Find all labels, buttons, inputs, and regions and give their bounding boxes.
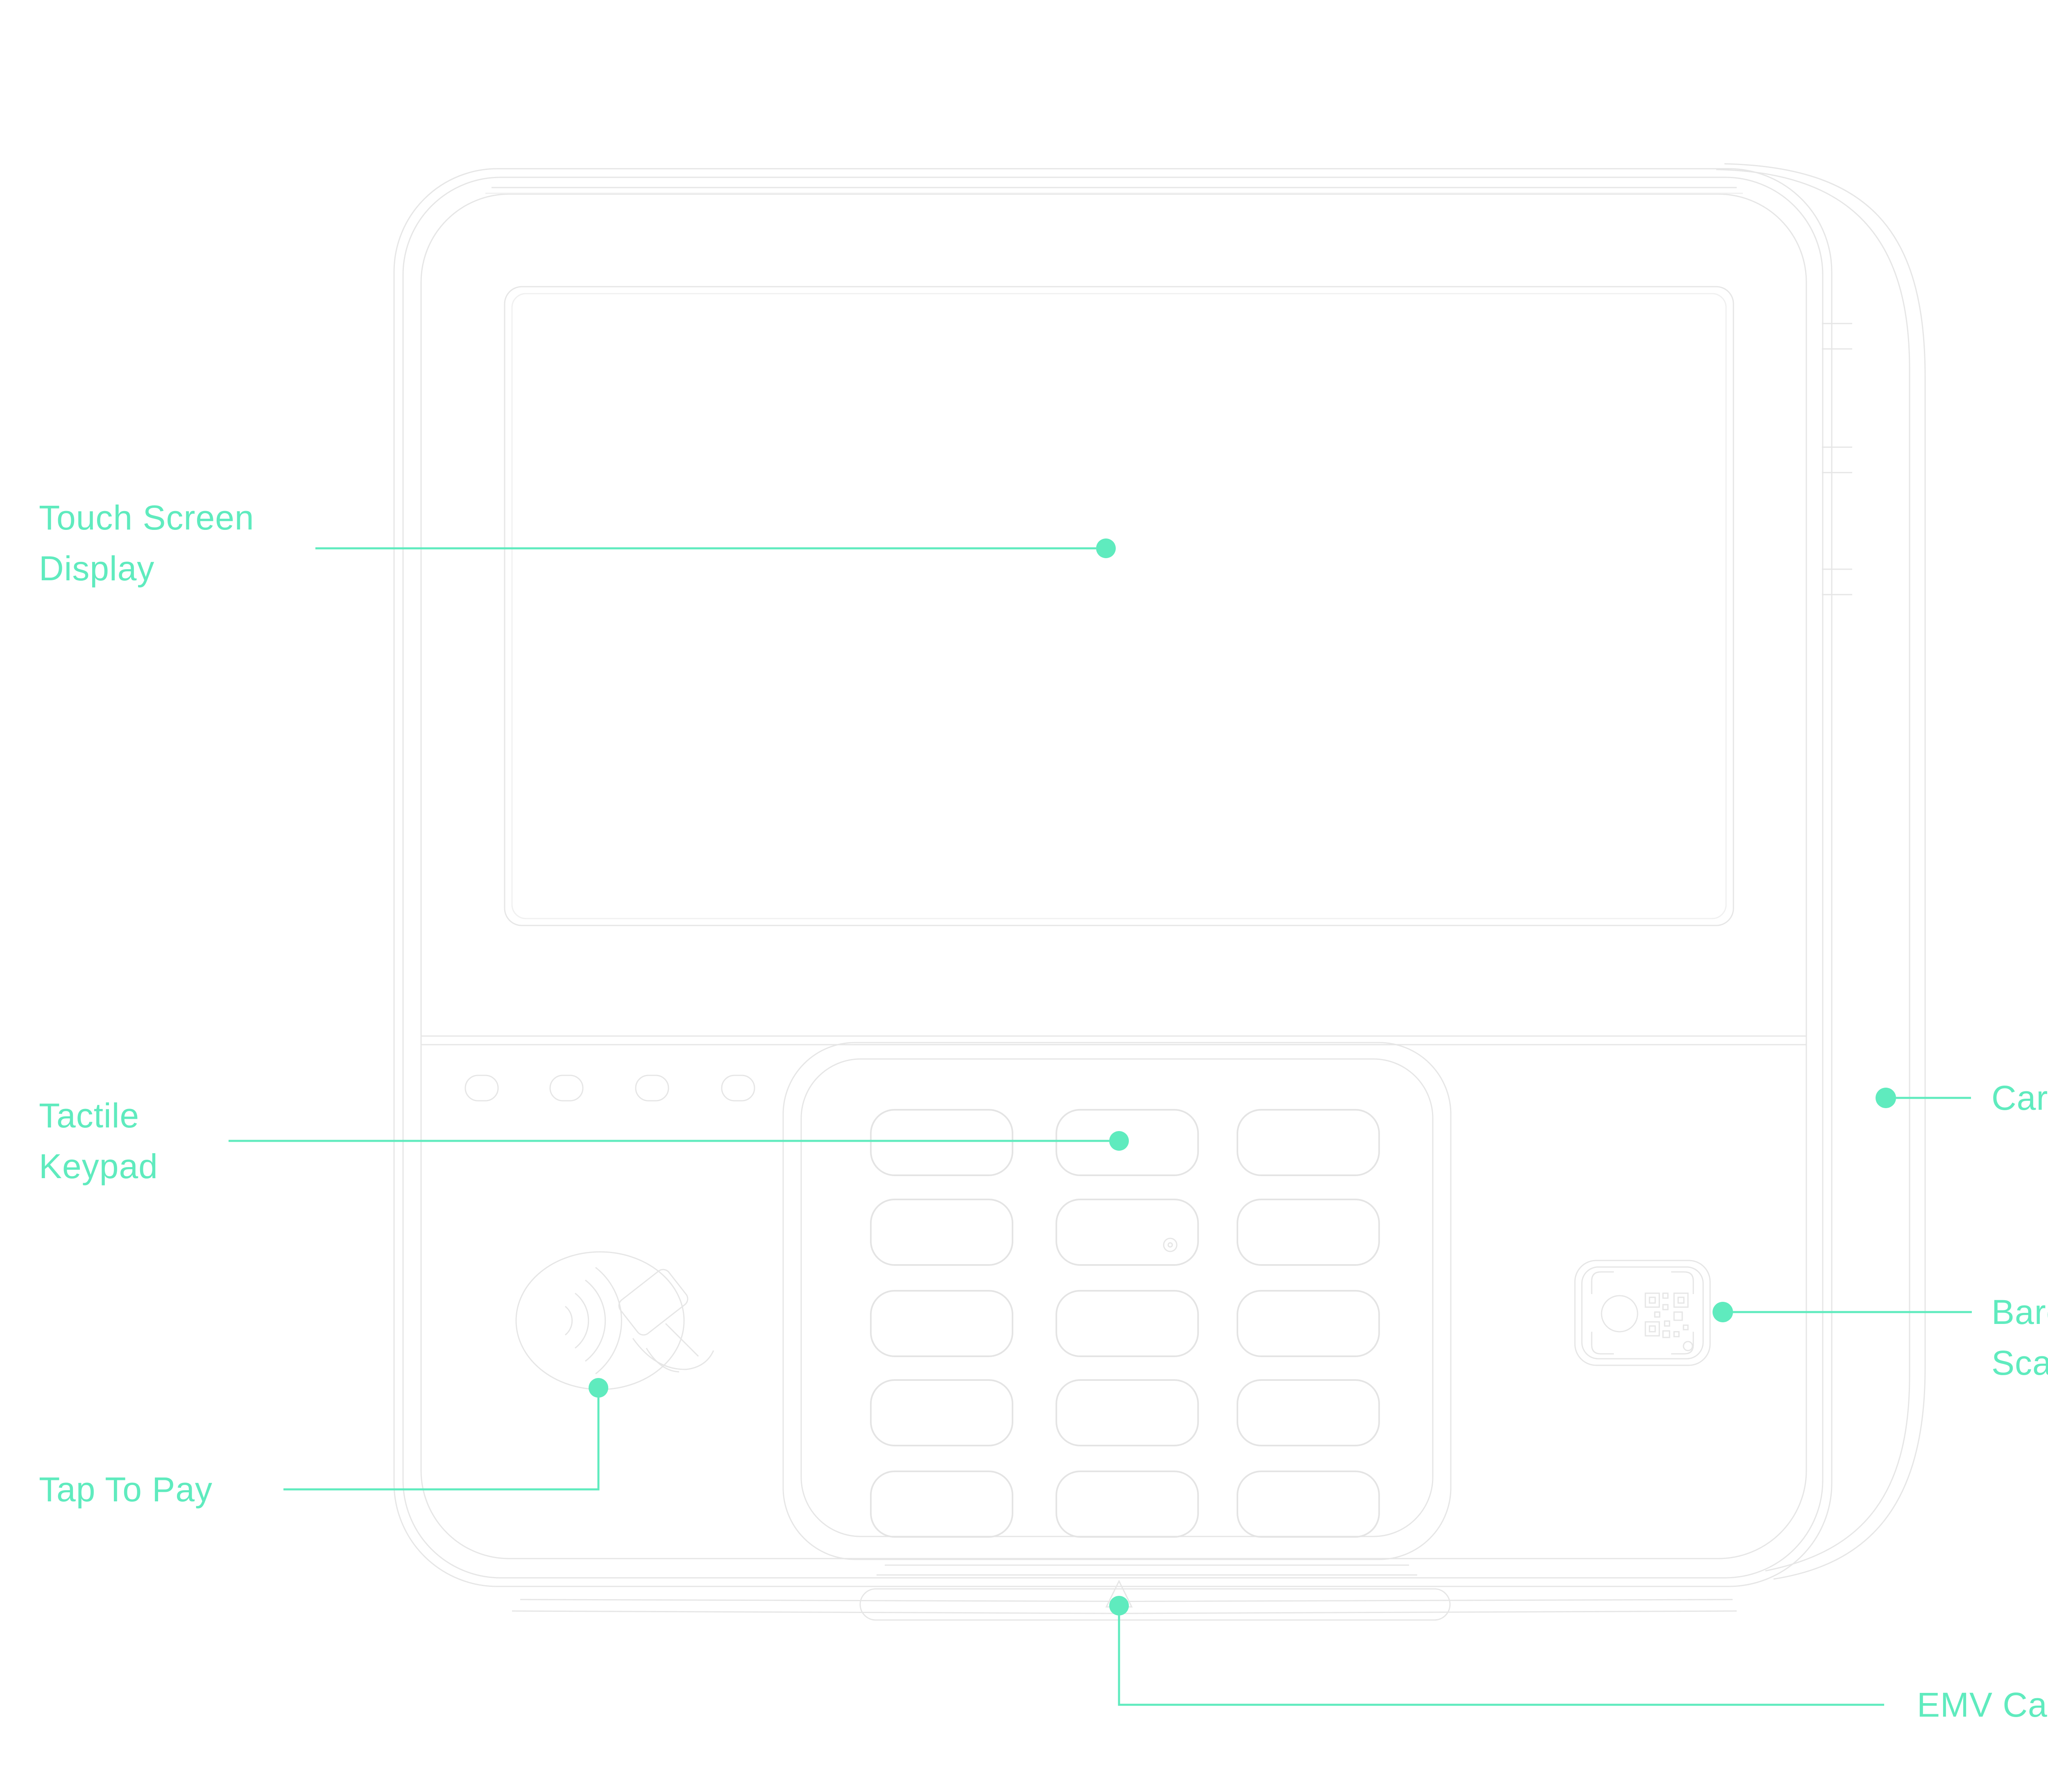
qr-code-glyph <box>1645 1292 1689 1338</box>
label-line: EMV Card Insert <box>1917 1686 2048 1724</box>
leader-dot <box>1876 1088 1896 1108</box>
leader-dot <box>589 1378 608 1398</box>
keypad-key <box>1056 1290 1199 1357</box>
keypad-key <box>870 1379 1013 1446</box>
viewfinder-corner <box>1671 1271 1694 1294</box>
leader-dot <box>1713 1302 1733 1322</box>
leader-dot <box>1096 539 1116 558</box>
barcode-scanner-icon <box>1574 1260 1711 1366</box>
leader-tactile-keypad <box>229 1131 1129 1151</box>
terminal-face-outline <box>420 193 1807 1559</box>
indicator-pills <box>464 1075 755 1102</box>
terminal-body-outline-inner <box>402 176 1824 1579</box>
leader-dot <box>1109 1131 1129 1151</box>
label-tap-to-pay: Tap To Pay <box>39 1464 213 1515</box>
contactless-tap-icon <box>515 1251 714 1390</box>
label-emv-card-insert: EMV Card Insert <box>1917 1679 2048 1730</box>
terminal-body-outline <box>393 168 1833 1587</box>
keypad-bezel-inner <box>800 1058 1434 1537</box>
label-card-swipe: Card Swipe <box>1991 1072 2048 1123</box>
scanner-led <box>1683 1341 1693 1351</box>
key-tactile-bump-dot <box>1167 1242 1173 1248</box>
viewfinder-corner <box>1591 1332 1614 1355</box>
scanner-lens <box>1601 1295 1638 1333</box>
keypad-key <box>1237 1379 1380 1446</box>
label-tactile-keypad: Tactile Keypad <box>39 1090 158 1192</box>
card-swipe-ridge <box>1716 169 1910 1572</box>
touch-screen-inner <box>511 293 1727 919</box>
leader-card-swipe <box>1876 1088 1971 1108</box>
keypad-key <box>870 1199 1013 1266</box>
label-line: Display <box>39 549 155 588</box>
label-line: Touch Screen <box>39 498 254 537</box>
keypad-key <box>870 1109 1013 1176</box>
label-line: Scanner <box>1991 1344 2048 1382</box>
key-tactile-bump <box>1163 1238 1178 1252</box>
label-line: Tap To Pay <box>39 1470 213 1509</box>
emv-slot-cover <box>859 1588 1451 1621</box>
keypad-key <box>1056 1379 1199 1446</box>
touch-screen <box>504 286 1734 926</box>
keypad-key <box>1237 1471 1380 1538</box>
label-line: Keypad <box>39 1147 158 1186</box>
leader-touch-screen <box>315 539 1116 558</box>
keypad-key <box>1056 1471 1199 1538</box>
viewfinder-corner <box>1591 1271 1614 1294</box>
keypad-bezel <box>782 1042 1452 1560</box>
keypad-key <box>1237 1199 1380 1266</box>
tap-card <box>618 1269 689 1336</box>
label-barcode-scanner: Barcode Scanner <box>1991 1287 2048 1388</box>
callout-leaders <box>229 539 1972 1706</box>
label-line: Barcode <box>1991 1293 2048 1331</box>
card-swipe-ribs <box>1822 323 1852 595</box>
label-touch-screen-display: Touch Screen Display <box>39 492 254 594</box>
leader-emv-card-insert <box>1109 1596 1884 1706</box>
tactile-keypad-keys <box>870 1109 1380 1538</box>
keypad-key <box>870 1471 1013 1538</box>
tap-hand <box>632 1338 714 1370</box>
keypad-key <box>1056 1109 1199 1176</box>
keypad-key <box>1056 1199 1199 1266</box>
leader-tap-to-pay <box>283 1378 608 1491</box>
card-swipe-ridge-outer <box>1724 163 1926 1580</box>
front-view <box>393 163 1926 1621</box>
leader-dot <box>1109 1596 1129 1616</box>
keypad-key <box>870 1290 1013 1357</box>
leader-barcode-scanner <box>1713 1302 1972 1322</box>
viewfinder-corner <box>1671 1332 1694 1355</box>
label-line: Card Swipe <box>1991 1079 2048 1117</box>
keypad-key <box>1237 1290 1380 1357</box>
keypad-key <box>1237 1109 1380 1176</box>
label-line: Tactile <box>39 1096 140 1135</box>
